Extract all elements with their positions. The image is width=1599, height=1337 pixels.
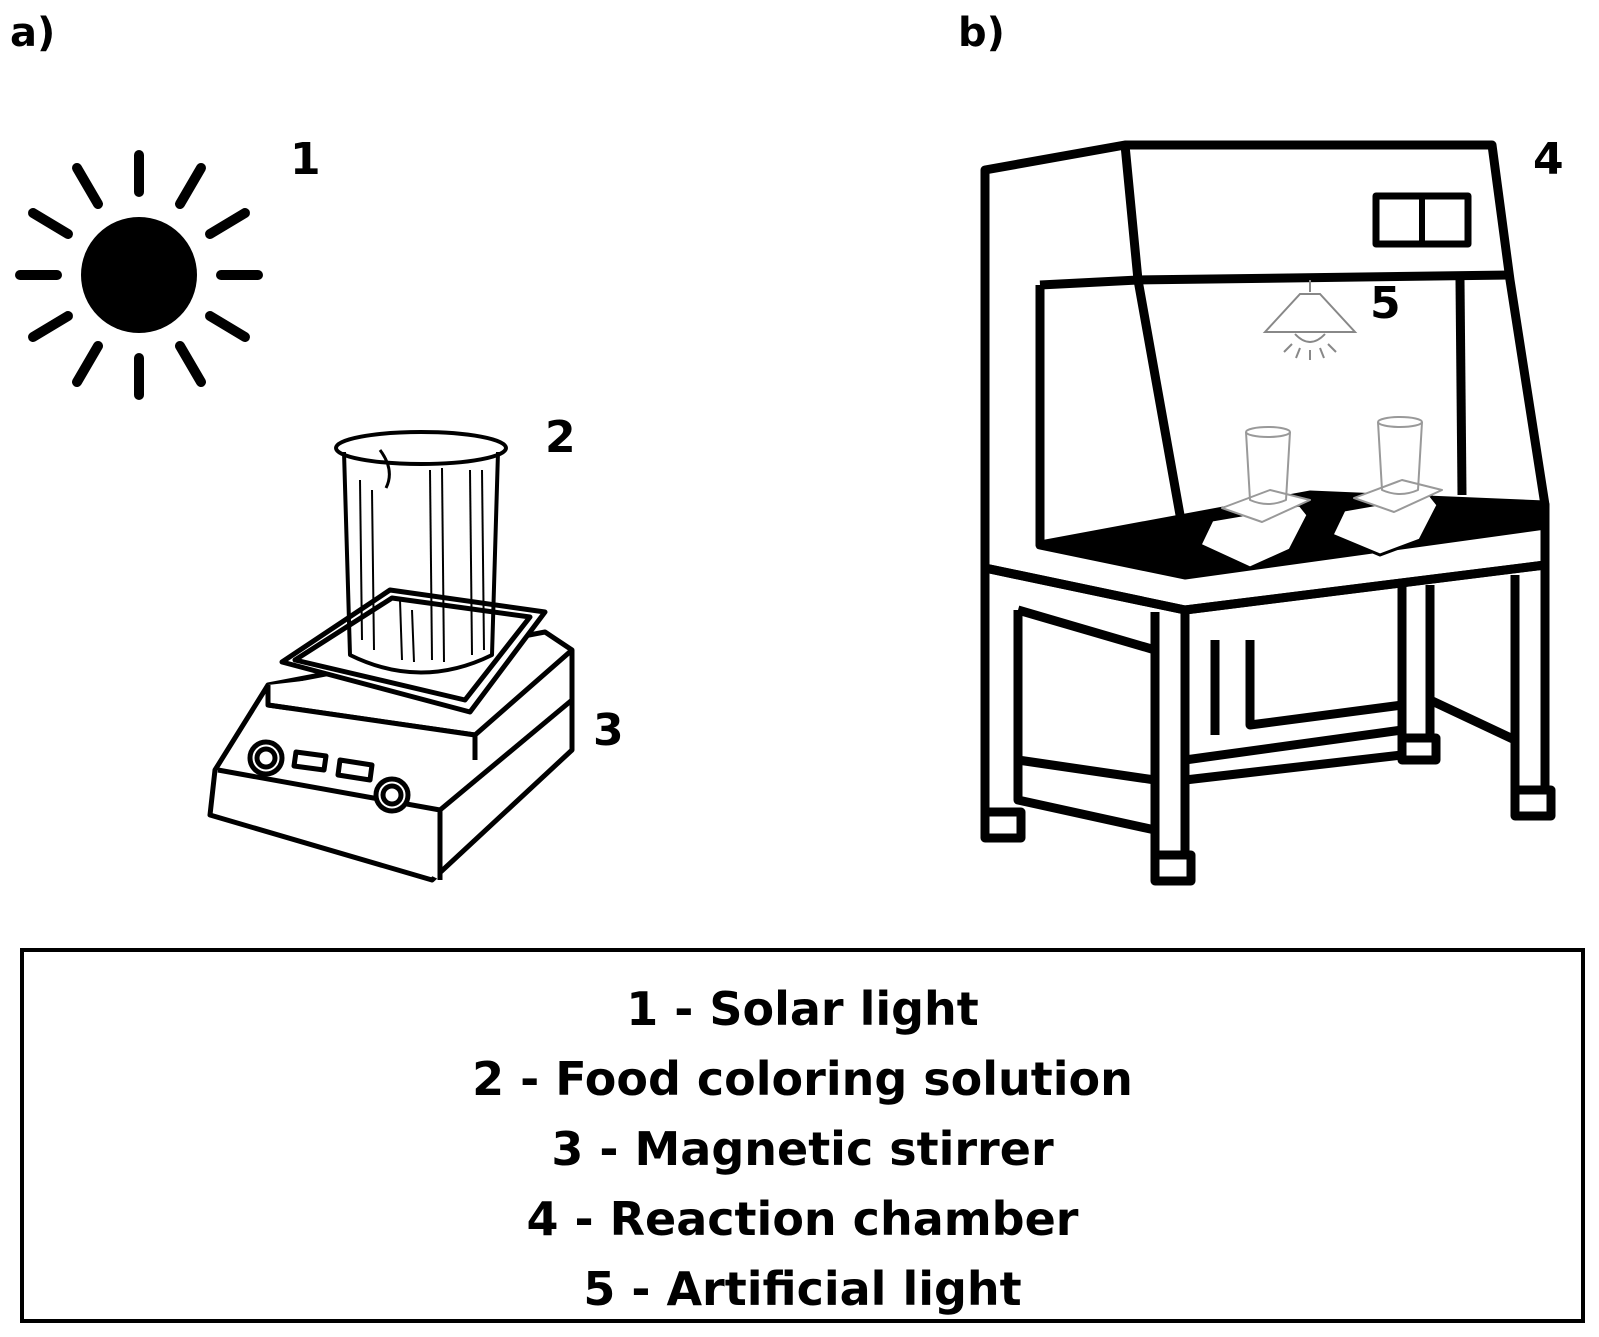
panel-label-b: b) [958, 10, 1005, 56]
mini-stirrer-left [1198, 426, 1311, 570]
legend-item-solar-light: 1 - Solar light [626, 982, 979, 1036]
legend-box: 1 - Solar light 2 - Food coloring soluti… [20, 948, 1585, 1323]
callout-4: 4 [1533, 134, 1564, 185]
legend-list: 1 - Solar light 2 - Food coloring soluti… [24, 974, 1581, 1324]
lamp-icon [1262, 280, 1358, 360]
legend-item-reaction-chamber: 4 - Reaction chamber [526, 1192, 1079, 1246]
callout-3: 3 [593, 705, 624, 756]
callout-1: 1 [290, 134, 321, 185]
beaker [334, 430, 508, 675]
legend-item-food-coloring-solution: 2 - Food coloring solution [472, 1052, 1133, 1106]
callout-5: 5 [1370, 278, 1401, 329]
legend-item-artificial-light: 5 - Artificial light [583, 1262, 1022, 1316]
panel-label-a: a) [10, 10, 56, 56]
sun-icon [15, 150, 263, 400]
callout-2: 2 [545, 412, 576, 463]
mini-stirrer-right [1330, 416, 1443, 557]
legend-item-magnetic-stirrer: 3 - Magnetic stirrer [551, 1122, 1054, 1176]
magnetic-stirrer [207, 587, 575, 883]
